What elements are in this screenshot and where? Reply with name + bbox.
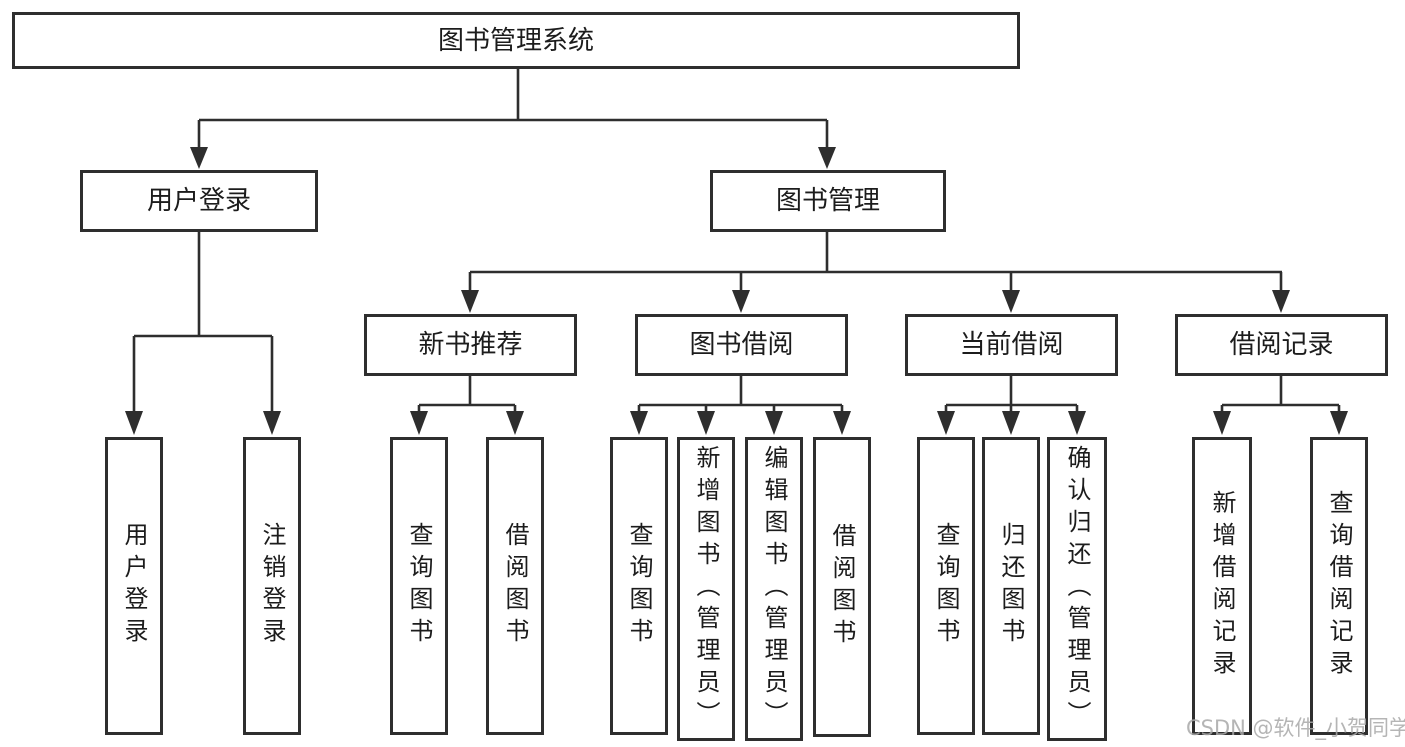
connector-borrow-records-children <box>1213 376 1348 435</box>
node-library-management-system: 图书管理系统 <box>12 12 1020 69</box>
leaf-add-books-admin: 新增图书（管理员） <box>677 437 735 741</box>
leaf-edit-books-admin: 编辑图书（管理员） <box>745 437 803 741</box>
leaf-query-borrow-record: 查询借阅记录 <box>1310 437 1368 735</box>
node-new-book-recommendation: 新书推荐 <box>364 314 577 376</box>
node-current-borrowing: 当前借阅 <box>905 314 1118 376</box>
leaf-borrow-books: 借阅图书 <box>813 437 871 737</box>
connector-new-book-rec-children <box>410 376 524 435</box>
leaf-query-books-borrowing: 查询图书 <box>610 437 668 735</box>
connector-current-borrow-children <box>937 376 1086 435</box>
leaf-query-books-recommendation: 查询图书 <box>390 437 448 735</box>
leaf-confirm-return-admin: 确认归还（管理员） <box>1047 437 1107 741</box>
connector-book-mgmt-children <box>461 232 1290 313</box>
leaf-logout: 注销登录 <box>243 437 301 735</box>
connector-book-borrow-children <box>630 376 851 435</box>
node-book-management: 图书管理 <box>710 170 946 232</box>
node-borrowing-records: 借阅记录 <box>1175 314 1388 376</box>
leaf-return-books: 归还图书 <box>982 437 1040 735</box>
leaf-borrow-books-recommendation: 借阅图书 <box>486 437 544 735</box>
connector-root-to-level2 <box>190 69 836 169</box>
node-user-login: 用户登录 <box>80 170 318 232</box>
leaf-query-books-current: 查询图书 <box>917 437 975 735</box>
node-book-borrowing: 图书借阅 <box>635 314 848 376</box>
connector-user-login-children <box>125 232 281 435</box>
leaf-add-borrow-record: 新增借阅记录 <box>1192 437 1252 735</box>
csdn-watermark: CSDN @软件_小贺同学 <box>1186 716 1405 740</box>
leaf-user-login: 用户登录 <box>105 437 163 735</box>
